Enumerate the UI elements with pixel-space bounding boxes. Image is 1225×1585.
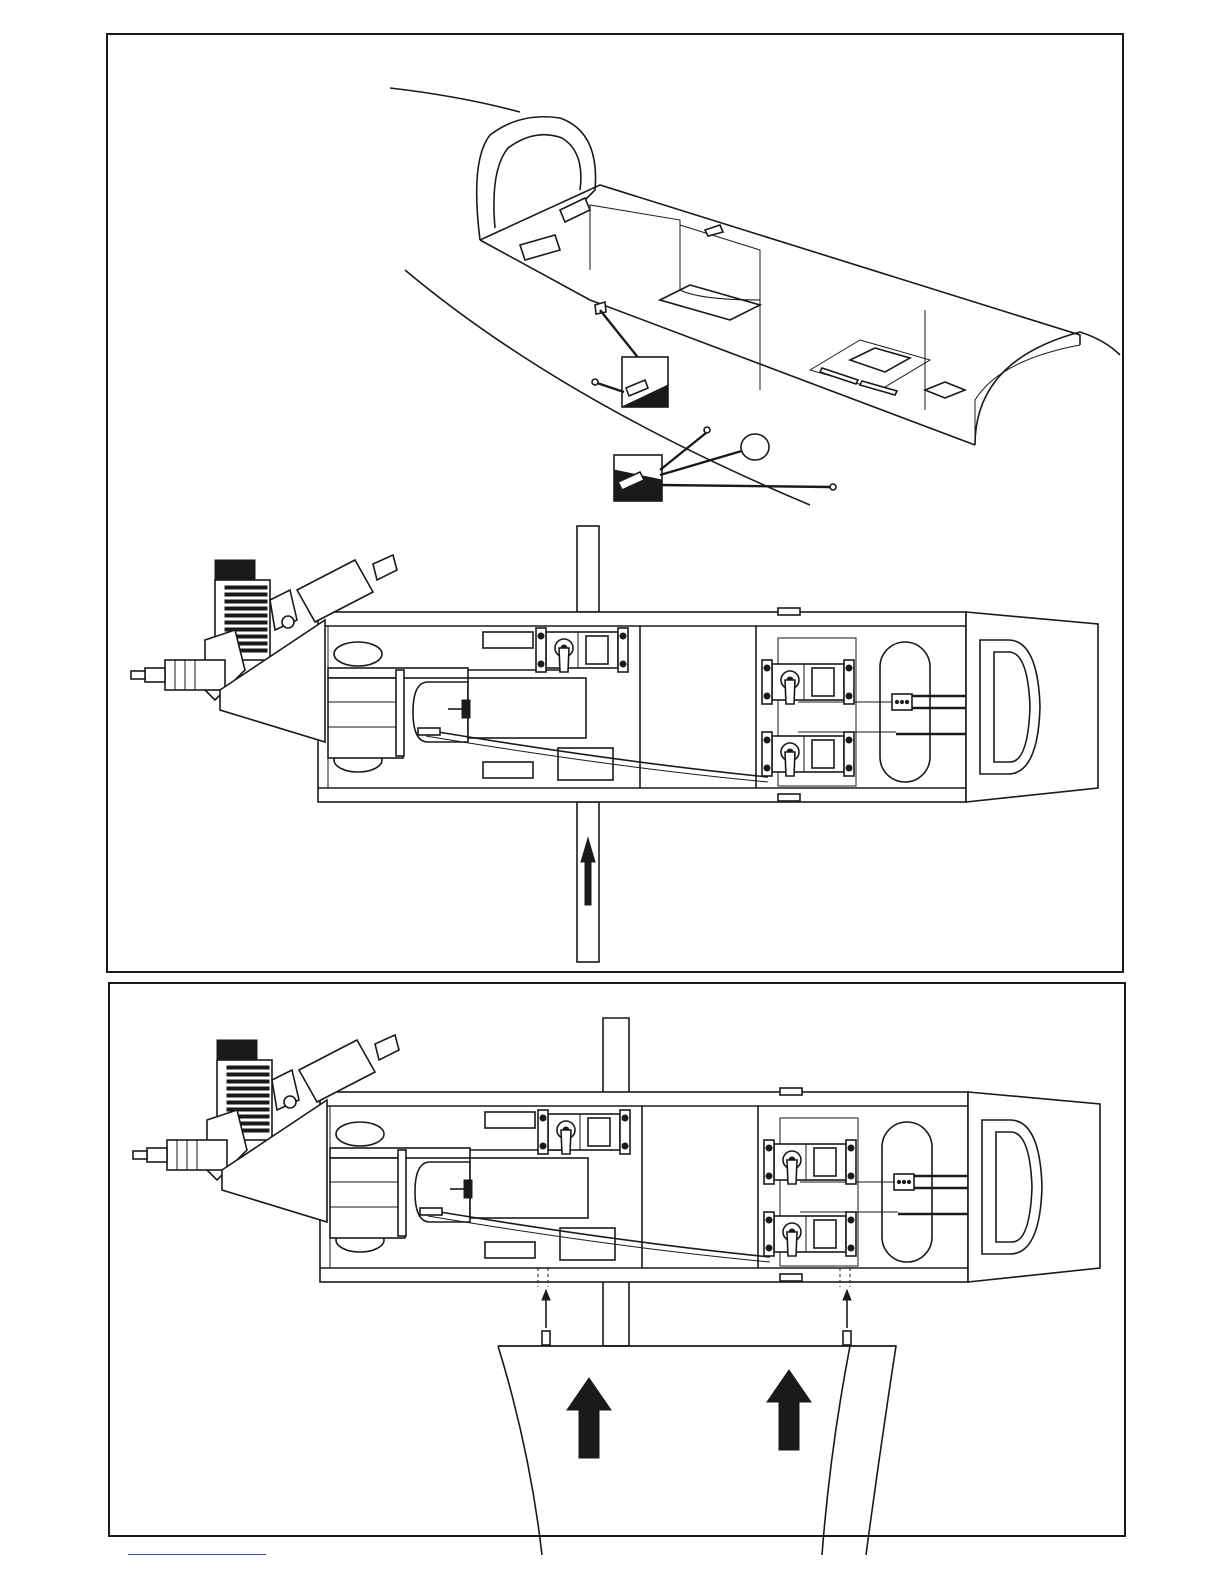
- dowel-arrows: [542, 1290, 851, 1345]
- fuselage-cockpit-perspective: [390, 88, 1120, 505]
- servo-icon: [764, 1140, 856, 1184]
- servo-icon: [762, 660, 854, 704]
- fuselage-top-view-wing-insertion: [320, 1088, 1100, 1287]
- fuselage-top-view-servos: [318, 608, 1098, 802]
- servo-icon: [762, 732, 854, 776]
- servo-icon: [538, 1110, 630, 1154]
- panel-top-border: [107, 34, 1123, 972]
- servo-icon: [536, 628, 628, 672]
- wing-icon: [498, 1346, 896, 1555]
- footer-link-underline[interactable]: [128, 1554, 266, 1555]
- arrow-up-icon: [567, 1378, 611, 1458]
- arrow-up-icon: [767, 1370, 811, 1450]
- servo-icon: [764, 1212, 856, 1256]
